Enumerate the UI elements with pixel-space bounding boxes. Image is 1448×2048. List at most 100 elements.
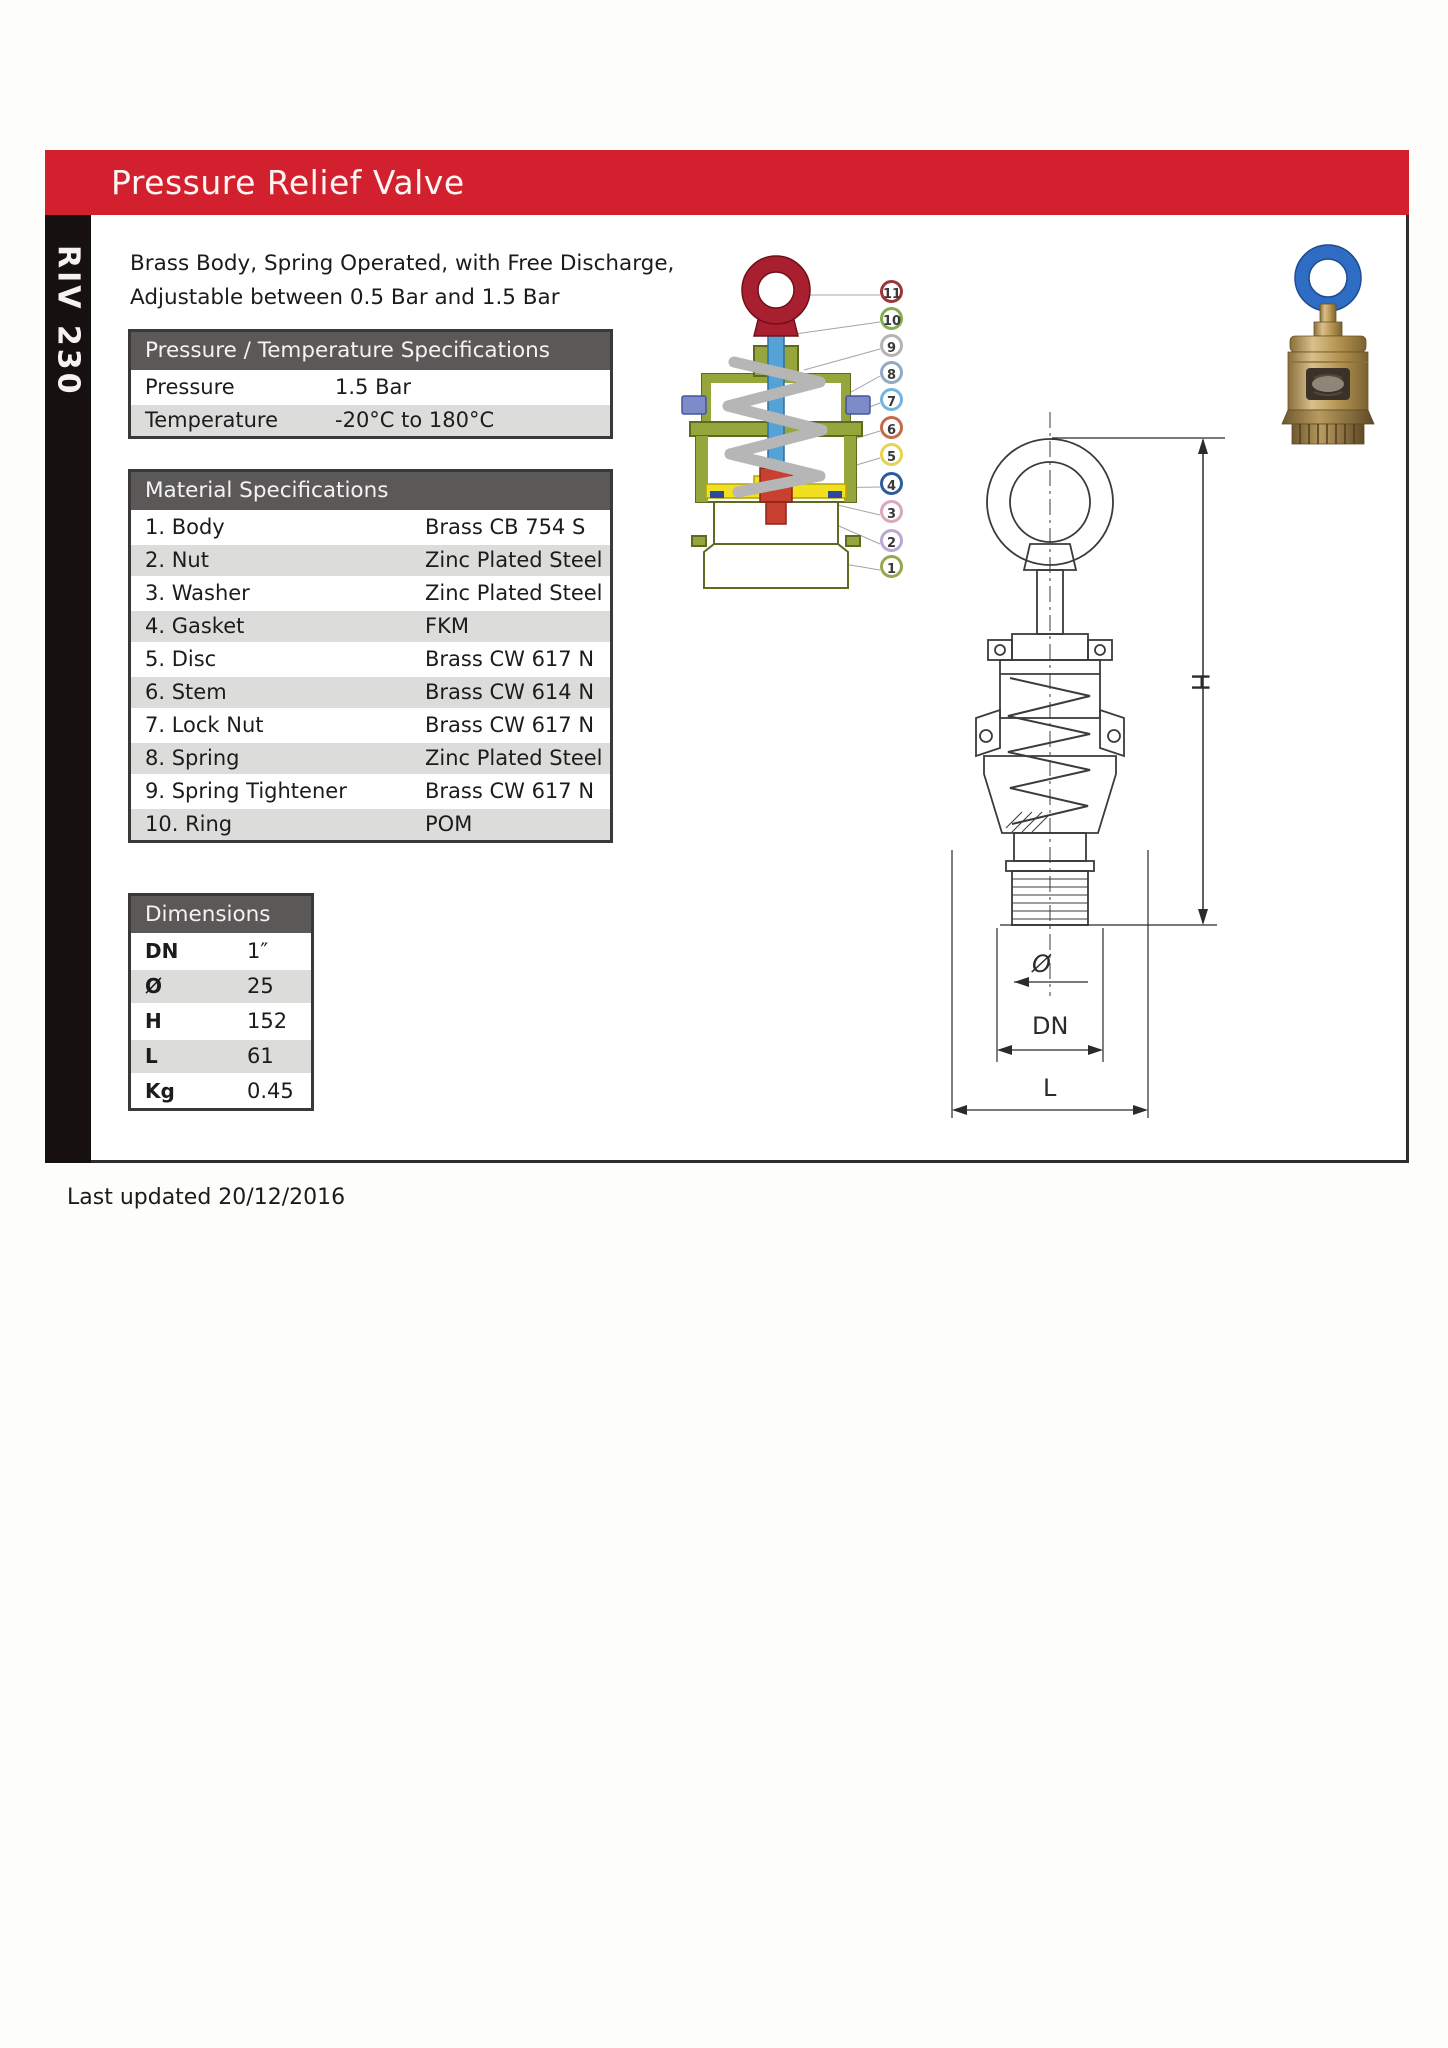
table-row: 9. Spring Tightener Brass CW 617 N — [131, 774, 610, 807]
table-row: 4. Gasket FKM — [131, 609, 610, 642]
table-row: H 152 — [131, 1003, 311, 1038]
dim-value: 152 — [247, 1009, 288, 1033]
drawing-upper-body — [999, 659, 1101, 719]
material-specifications-table: Material Specifications 1. Body Brass CB… — [128, 469, 613, 843]
photo-flare — [1281, 409, 1375, 425]
dim-label: H — [145, 1009, 162, 1033]
drawing-ring-base — [1022, 543, 1078, 571]
table-row: 7. Lock Nut Brass CW 617 N — [131, 708, 610, 741]
spec-label: 1. Body — [145, 515, 225, 539]
gasket-right — [828, 491, 842, 498]
drawing-bell — [983, 755, 1117, 834]
spec-label: 7. Lock Nut — [145, 713, 264, 737]
drawing-lug-right — [1099, 708, 1125, 758]
photo-cap-block — [1313, 321, 1343, 337]
model-sidebar: RIV 230 — [45, 215, 91, 1163]
table-row: 3. Washer Zinc Plated Steel — [131, 576, 610, 609]
center-red-lower — [765, 501, 787, 525]
description-line-2: Adjustable between 0.5 Bar and 1.5 Bar — [130, 285, 560, 310]
spec-value: Brass CW 614 N — [425, 680, 595, 704]
side-nut-right — [845, 395, 871, 415]
photo-top-cap — [1289, 335, 1367, 353]
callout-7: 7 — [880, 388, 903, 411]
table-row: 10. Ring POM — [131, 807, 610, 840]
spec-value: Brass CB 754 S — [425, 515, 586, 539]
dim-label: L — [145, 1044, 158, 1068]
spec-value: 1.5 Bar — [335, 375, 411, 399]
side-nut-left — [681, 395, 707, 415]
dim-label: Kg — [145, 1079, 175, 1103]
drawing-spring — [1007, 677, 1091, 825]
dim-value: 0.45 — [247, 1079, 294, 1103]
photo-ring-inner-outline — [1308, 258, 1348, 298]
dim-label-diameter: Ø — [1031, 950, 1052, 978]
spec-value: Brass CW 617 N — [425, 647, 595, 671]
material-table-title: Material Specifications — [131, 472, 610, 510]
spec-value: Zinc Plated Steel — [425, 548, 603, 572]
dimensions-table: Dimensions DN 1″ Ø 25 H 152 L 61 Kg 0.45 — [128, 893, 314, 1111]
spec-value: Brass CW 617 N — [425, 779, 595, 803]
callout-4: 4 — [880, 472, 903, 495]
spec-value: Zinc Plated Steel — [425, 746, 603, 770]
spec-label: Pressure — [145, 375, 235, 399]
callout-5: 5 — [880, 443, 903, 466]
dim-label: DN — [145, 939, 179, 963]
dim-label-height: H — [1186, 673, 1214, 691]
spec-value: Zinc Plated Steel — [425, 581, 603, 605]
table-row: L 61 — [131, 1038, 311, 1073]
model-code: RIV 230 — [50, 245, 86, 397]
ring-outline-outer — [741, 255, 811, 325]
table-row: 1. Body Brass CB 754 S — [131, 510, 610, 543]
header-bar: Pressure Relief Valve — [45, 150, 1409, 215]
photo-ring-blue — [1295, 245, 1361, 311]
ring-outline-inner — [757, 271, 795, 309]
spec-label: 8. Spring — [145, 746, 240, 770]
page-title: Pressure Relief Valve — [111, 163, 465, 202]
dim-value: 25 — [247, 974, 274, 998]
table-row: 5. Disc Brass CW 617 N — [131, 642, 610, 675]
table-row: Temperature -20°C to 180°C — [131, 403, 610, 436]
table-row: 6. Stem Brass CW 614 N — [131, 675, 610, 708]
table-row: 8. Spring Zinc Plated Steel — [131, 741, 610, 774]
drawing-ring-inner — [1009, 461, 1091, 543]
callout-2: 2 — [880, 529, 903, 552]
dimension-lines — [951, 437, 1225, 1118]
dim-value: 1″ — [247, 939, 269, 963]
photo-stem — [1319, 303, 1337, 325]
drawing-hatching — [1005, 811, 1049, 833]
spec-label: 6. Stem — [145, 680, 227, 704]
dimensions-table-title: Dimensions — [131, 896, 311, 933]
callout-9: 9 — [880, 334, 903, 357]
spec-label: 2. Nut — [145, 548, 209, 572]
photo-thread — [1291, 423, 1365, 445]
technical-drawing: H Ø DN L — [951, 412, 1225, 1118]
dim-value: 61 — [247, 1044, 274, 1068]
stem-blue — [767, 329, 785, 481]
description-line-1: Brass Body, Spring Operated, with Free D… — [130, 251, 675, 276]
pt-table-title: Pressure / Temperature Specifications — [131, 332, 610, 370]
spec-label: Temperature — [145, 408, 279, 432]
spec-label: 3. Washer — [145, 581, 250, 605]
callout-11: 11 — [880, 280, 903, 303]
drawing-lug-left — [975, 708, 1001, 758]
spec-value: Brass CW 617 N — [425, 713, 595, 737]
spec-value: POM — [425, 812, 473, 836]
drawing-ring-outer — [986, 438, 1114, 566]
dim-label: Ø — [145, 974, 163, 998]
spring-coil — [722, 356, 828, 498]
callout-3: 3 — [880, 500, 903, 523]
callout-10: 10 — [880, 307, 903, 330]
spec-label: 10. Ring — [145, 812, 233, 836]
callout-1: 1 — [880, 555, 903, 578]
product-description: Brass Body, Spring Operated, with Free D… — [130, 247, 674, 315]
dim-label-length: L — [1043, 1074, 1057, 1102]
table-row: 2. Nut Zinc Plated Steel — [131, 543, 610, 576]
table-row: Pressure 1.5 Bar — [131, 370, 610, 403]
dim-label-nominal: DN — [1032, 1012, 1068, 1040]
callout-8: 8 — [880, 361, 903, 384]
pressure-temperature-table: Pressure / Temperature Specifications Pr… — [128, 329, 613, 439]
spec-value: -20°C to 180°C — [335, 408, 495, 432]
last-updated: Last updated 20/12/2016 — [67, 1185, 346, 1210]
spec-label: 4. Gasket — [145, 614, 245, 638]
